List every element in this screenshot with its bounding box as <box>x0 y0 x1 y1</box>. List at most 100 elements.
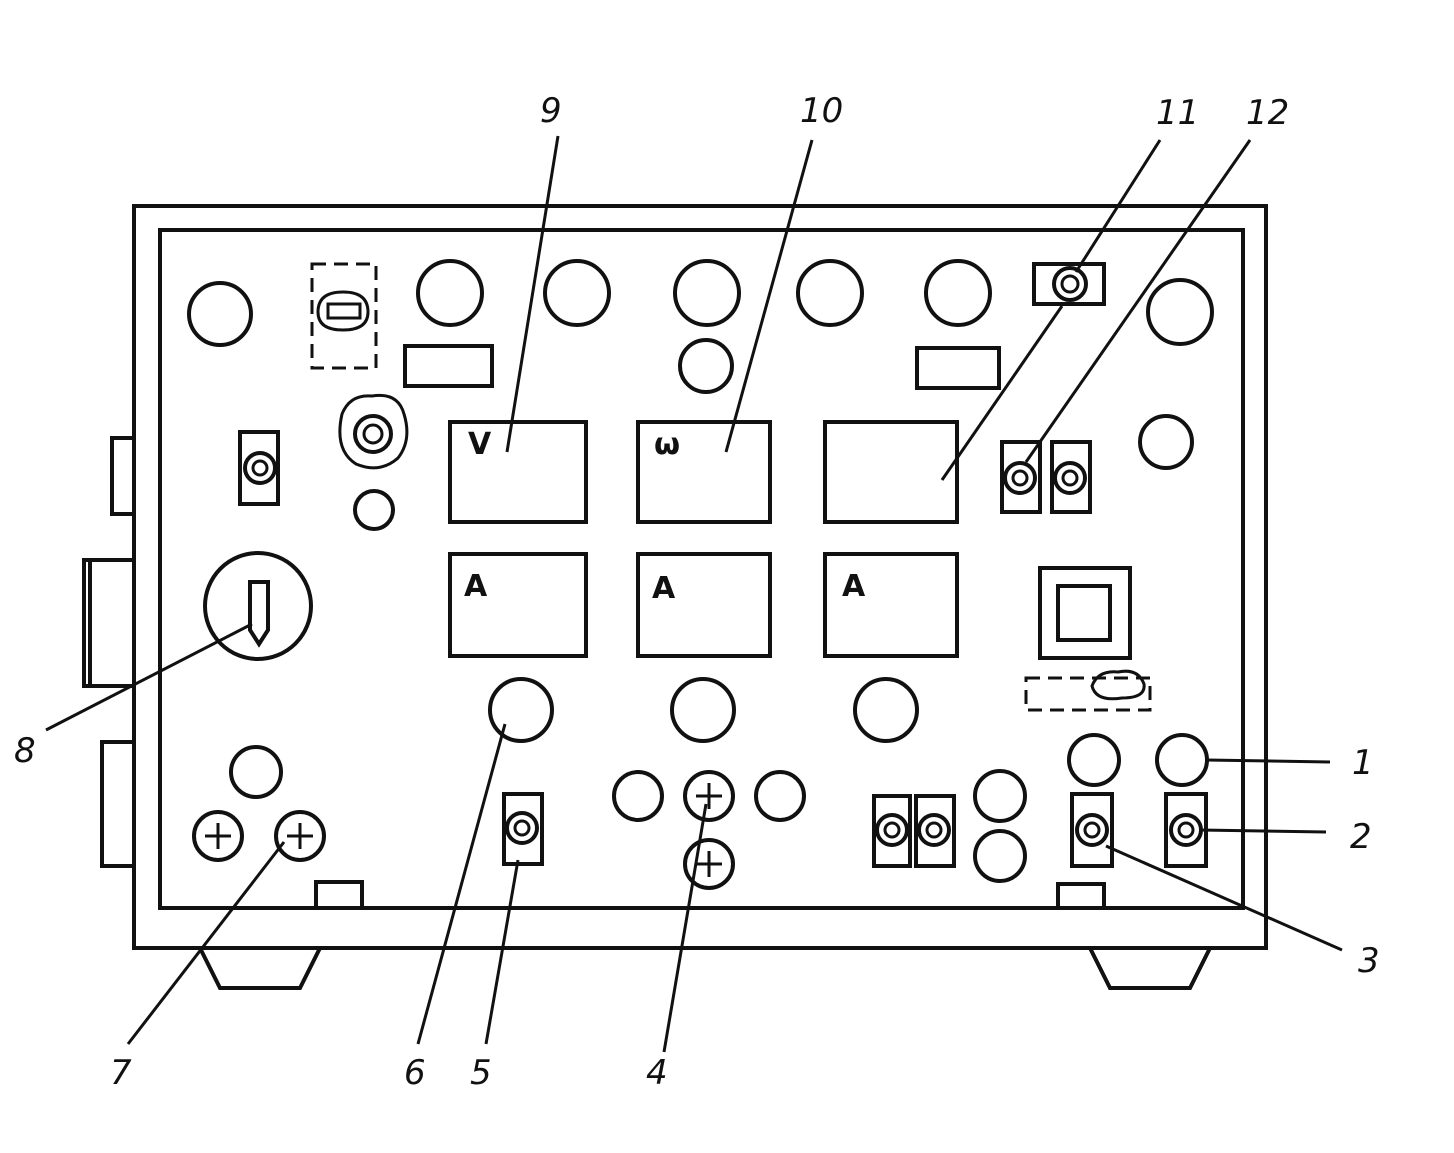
terminal-12b-outer[interactable] <box>1053 461 1087 495</box>
knob-top-5[interactable] <box>796 259 864 327</box>
leader-11 <box>1074 139 1162 273</box>
side-block-upper <box>110 436 136 516</box>
label-plate-right <box>915 346 1001 390</box>
terminal-left-outer[interactable] <box>243 451 277 485</box>
knob-right-middle[interactable] <box>1138 414 1194 470</box>
terminal-left-inner <box>251 459 269 477</box>
switch-toggle[interactable] <box>326 302 362 320</box>
knob-middle-right[interactable] <box>853 677 919 743</box>
fuse-4a-cross <box>696 783 722 809</box>
terminal-12a-outer[interactable] <box>1003 461 1037 495</box>
meter-ammeter-middle <box>636 552 772 658</box>
leader-8 <box>45 622 253 732</box>
terminal-br-b-bracket <box>914 794 956 868</box>
bottom-tab-right <box>1056 882 1106 910</box>
leader-5 <box>484 859 520 1045</box>
foot-right <box>1088 947 1212 990</box>
terminal-5-outer[interactable] <box>505 811 539 845</box>
leader-4 <box>662 803 708 1053</box>
knob-bottom-left[interactable] <box>229 745 283 799</box>
knob-top-3[interactable] <box>543 259 611 327</box>
meter-ammeter-left <box>448 552 588 658</box>
meter-top-right <box>823 420 959 524</box>
meter-ammeter-middle-label: A <box>652 571 676 606</box>
knob-stack-top[interactable] <box>973 769 1027 823</box>
meter-voltage <box>448 420 588 524</box>
leader-7 <box>126 841 286 1045</box>
terminal-5-bracket <box>502 792 544 866</box>
bottom-tab-left <box>314 880 364 910</box>
knob-top-2[interactable] <box>416 259 484 327</box>
terminal-5-inner <box>513 819 531 837</box>
meter-voltage-label: V <box>468 427 492 462</box>
terminal-12b-inner <box>1061 469 1079 487</box>
potentiometer-outer[interactable] <box>353 414 393 454</box>
leader-2 <box>1199 828 1327 834</box>
dashed-switch-box <box>310 262 378 370</box>
fuse-7b-cross <box>287 823 313 849</box>
terminal-11-outer[interactable] <box>1052 266 1088 302</box>
knob-middle-center[interactable] <box>670 677 736 743</box>
terminal-11-bracket <box>1032 262 1106 306</box>
terminal-12a-bracket <box>1000 440 1042 514</box>
leader-9 <box>505 135 560 453</box>
callout-3: 3 <box>1358 941 1380 981</box>
meter-ammeter-right-label: A <box>842 569 866 604</box>
potentiometer-inner <box>362 423 384 445</box>
meter-ammeter-left-label: A <box>464 569 488 604</box>
terminal-2-inner <box>1177 821 1195 839</box>
terminal-3-inner <box>1083 821 1101 839</box>
indicator-window <box>1056 584 1112 642</box>
potentiometer-blob <box>338 393 409 470</box>
knob-6[interactable] <box>488 677 554 743</box>
callout-5: 5 <box>470 1053 492 1093</box>
callout-11: 11 <box>1156 93 1199 133</box>
rotary-switch-pointer <box>248 580 270 648</box>
knob-small-center[interactable] <box>678 338 734 394</box>
leader-11b <box>940 305 1064 481</box>
callout-6: 6 <box>404 1053 426 1093</box>
knob-1[interactable] <box>1155 733 1209 787</box>
rotary-switch-8[interactable] <box>203 551 313 661</box>
knob-small-left[interactable] <box>353 489 395 531</box>
knob-top-6[interactable] <box>924 259 992 327</box>
terminal-3-outer[interactable] <box>1075 813 1109 847</box>
panel-inner <box>158 228 1245 910</box>
knob-stack-bottom[interactable] <box>973 829 1027 883</box>
side-block-lower <box>100 740 136 868</box>
terminal-br-a-inner <box>883 821 901 839</box>
terminal-2-outer[interactable] <box>1169 813 1203 847</box>
knob-bottom-right-of-fuse[interactable] <box>754 770 806 822</box>
side-connector-middle <box>82 558 136 688</box>
switch-blob <box>316 290 370 332</box>
terminal-3-bracket <box>1070 792 1114 868</box>
knob-top-7[interactable] <box>1146 278 1214 346</box>
meter-frequency-label: ω <box>654 427 680 462</box>
knob-bottom-left-of-fuse[interactable] <box>612 770 664 822</box>
terminal-br-b-outer[interactable] <box>917 813 951 847</box>
dashed-indicator-box <box>1024 676 1152 712</box>
leader-12 <box>1024 139 1252 463</box>
foot-left <box>198 947 322 990</box>
callout-1: 1 <box>1352 743 1374 783</box>
knob-1a[interactable] <box>1067 733 1121 787</box>
knob-top-1[interactable] <box>187 281 253 347</box>
knob-top-4[interactable] <box>673 259 741 327</box>
label-plate-left <box>403 344 494 388</box>
terminal-12b-bracket <box>1050 440 1092 514</box>
callout-10: 10 <box>800 91 843 131</box>
terminal-12a-inner <box>1011 469 1029 487</box>
fuse-7a-cross <box>205 823 231 849</box>
leader-1 <box>1205 758 1331 764</box>
terminal-br-a-outer[interactable] <box>875 813 909 847</box>
terminal-br-b-inner <box>925 821 943 839</box>
callout-12: 12 <box>1246 93 1289 133</box>
leader-6 <box>416 723 507 1045</box>
meter-ammeter-right <box>823 552 959 658</box>
callout-8: 8 <box>14 731 36 771</box>
callout-2: 2 <box>1350 817 1372 857</box>
callout-4: 4 <box>646 1053 668 1093</box>
leader-10 <box>724 139 814 453</box>
